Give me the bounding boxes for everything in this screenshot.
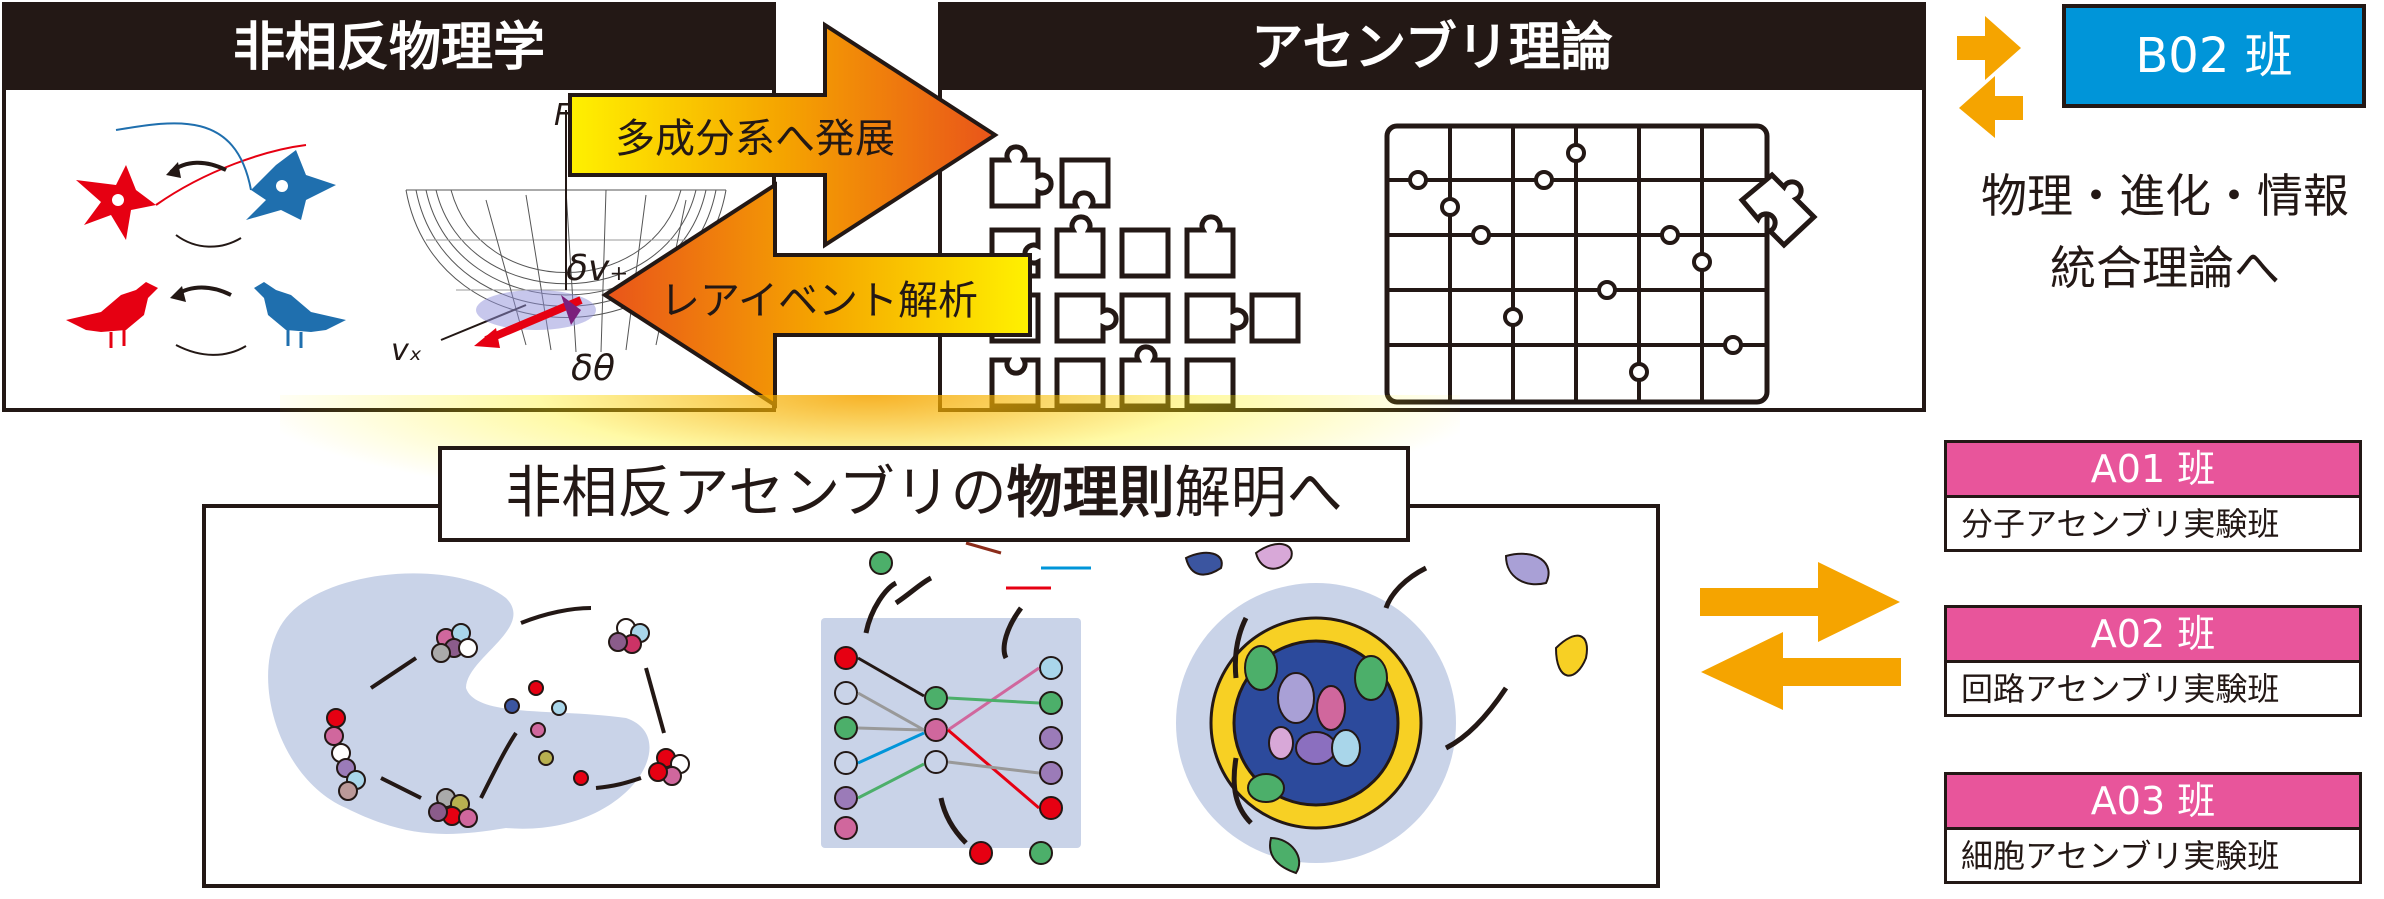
team-a01: A01 班 分子アセンブリ実験班 bbox=[1944, 440, 2362, 552]
team-a01-desc: 分子アセンブリ実験班 bbox=[1961, 505, 2280, 543]
nonreciprocal-physics-title: 非相反物理学 bbox=[6, 6, 772, 90]
floating-cells bbox=[1184, 543, 1588, 875]
backward-arrow bbox=[601, 181, 1032, 409]
assembly-theory-panel: アセンブリ理論 bbox=[938, 2, 1926, 412]
circuit-nodes bbox=[834, 551, 1063, 865]
development-arrows bbox=[568, 21, 1032, 409]
b02-caption-line2: 統合理論へ bbox=[2050, 241, 2280, 295]
delta-theta-label: δθ bbox=[571, 348, 615, 389]
forward-arrow-label: 多成分系へ発展 bbox=[615, 116, 895, 162]
molecular-region bbox=[268, 573, 650, 834]
team-a03-name: A03 班 bbox=[1947, 775, 2359, 830]
team-a02: A02 班 回路アセンブリ実験班 bbox=[1944, 605, 2362, 717]
team-a03-desc: 細胞アセンブリ実験班 bbox=[1961, 837, 2280, 875]
assembly-illustrations bbox=[268, 541, 1588, 875]
team-a02-desc: 回路アセンブリ実験班 bbox=[1961, 670, 2280, 708]
neuron-blue-icon bbox=[115, 122, 336, 220]
exchange-arrows-icon bbox=[1957, 16, 2023, 138]
axis-vx-label: vₓ bbox=[391, 333, 422, 368]
puzzle-illustration bbox=[989, 123, 1818, 409]
team-a02-name: A02 班 bbox=[1947, 608, 2359, 663]
center-heading-pre: 非相反アセンブリの bbox=[505, 461, 1007, 526]
b02-caption-line1: 物理・進化・情報 bbox=[1981, 169, 2349, 223]
nonreciprocal-physics-panel: 非相反物理学 bbox=[2, 2, 776, 412]
assembled-puzzle-icon bbox=[1384, 123, 1818, 405]
bird-red-icon bbox=[66, 282, 158, 348]
team-a03: A03 班 細胞アセンブリ実験班 bbox=[1944, 772, 2362, 884]
neuron-red-icon bbox=[76, 144, 307, 240]
delta-v-label: δv₊ bbox=[566, 248, 628, 289]
b02-label: B02 班 bbox=[2135, 28, 2293, 84]
forward-arrow bbox=[568, 21, 999, 249]
center-heading-post: 解明へ bbox=[1174, 461, 1343, 526]
assembly-theory-title: アセンブリ理論 bbox=[942, 6, 1922, 90]
center-heading-bold: 物理則 bbox=[1006, 461, 1175, 526]
molecule-clusters bbox=[324, 618, 690, 828]
b02-badge: B02 班 bbox=[2062, 4, 2366, 108]
bird-blue-icon bbox=[254, 282, 346, 348]
axis-F-label: F bbox=[554, 98, 572, 133]
nonreciprocal-assembly-panel bbox=[202, 504, 1660, 888]
nonreciprocal-illustration: F vₓ δv₊ δθ bbox=[66, 98, 727, 389]
center-heading-box: 非相反アセンブリの物理則解明へ bbox=[438, 446, 1410, 542]
team-exchange-arrows-icon bbox=[1700, 562, 1901, 710]
team-a01-name: A01 班 bbox=[1947, 443, 2359, 498]
backward-arrow-label: レアイベント解析 bbox=[660, 278, 978, 324]
